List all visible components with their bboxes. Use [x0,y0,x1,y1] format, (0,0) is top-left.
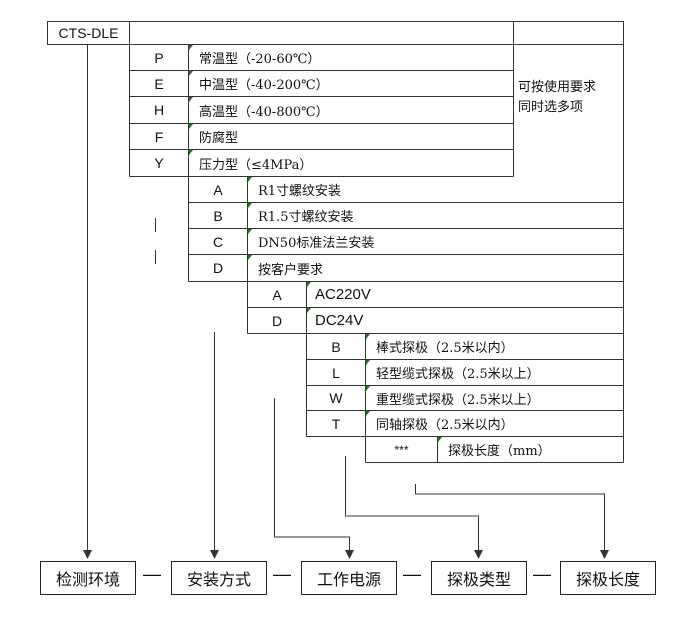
separator-2: — [273,564,291,584]
temp-label-p: 常温型（-20-60℃） [199,52,321,67]
category-detection-environment: 检测环境 [40,561,136,595]
temp-label-e: 中温型（-40-200℃） [199,78,329,93]
install-code-b: B [213,207,223,224]
temp-label-f: 防腐型 [199,131,239,146]
temp-code-p: P [154,49,164,66]
category-probe-length: 探极长度 [560,561,656,595]
model-code: CTS-DLE [47,21,130,45]
install-code-c: C [212,233,224,250]
probe-code-w: W [329,390,343,406]
power-label-d: DC24V [315,312,364,329]
probe-label-b: 棒式探极（2.5米以内） [376,341,514,356]
probe-code-t: T [331,415,341,432]
install-code-a: A [213,181,223,198]
temp-code-e: E [154,75,164,92]
power-code-a: A [272,286,282,303]
temperature-note-line-2: 同时选多项 [518,100,584,115]
separator-3: — [403,564,421,584]
temp-label-h: 高温型（-40-800℃） [199,104,329,120]
install-label-d: 按客户要求 [258,262,324,278]
temp-code-h: H [153,102,165,118]
install-label-a: R1寸螺纹安装 [258,184,342,199]
category-probe-type: 探极类型 [431,561,527,595]
temperature-note: 可按使用要求 同时选多项 [518,78,596,118]
install-label-c: DN50标准法兰安装 [258,236,375,251]
power-code-d: D [271,312,283,329]
separator-4: — [533,564,551,584]
probe-label-w: 重型缆式探极（2.5米以上） [376,392,540,408]
separator-1: — [143,564,161,584]
category-power-supply: 工作电源 [301,561,397,595]
install-label-b: R1.5寸螺纹安装 [258,210,354,225]
temp-code-f: F [154,128,164,145]
length-label: 探极长度（mm） [448,444,551,459]
probe-code-b: B [331,338,341,355]
probe-code-l: L [332,364,340,381]
power-label-a: AC220V [315,286,371,303]
temp-code-y: Y [154,155,164,171]
probe-label-t: 同轴探极（2.5米以内） [376,418,514,433]
category-installation-method: 安装方式 [171,561,267,595]
temp-label-y: 压力型（≤4MPa） [199,157,313,173]
probe-label-l: 轻型缆式探极（2.5米以上） [376,367,540,382]
length-code: *** [394,442,409,457]
temperature-note-line-1: 可按使用要求 [518,80,597,95]
install-code-d: D [212,260,224,276]
